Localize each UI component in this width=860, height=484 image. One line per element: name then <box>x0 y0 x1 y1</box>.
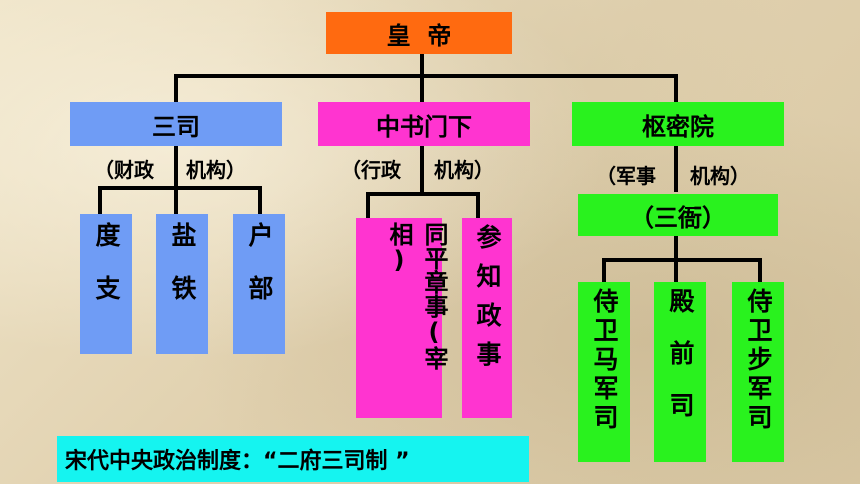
connector-sansi-horizontal <box>98 186 262 190</box>
sansi-child-hubu: 户部 <box>233 214 285 354</box>
connector-sansi-child1 <box>98 186 102 214</box>
connector-to-sansi <box>174 74 178 102</box>
connector-zhongshu-child2 <box>476 192 480 218</box>
shumi-child-shiweibujunsi: 侍卫步军司 <box>732 282 784 462</box>
connector-shumi-horizontal <box>602 258 762 262</box>
zhongshu-label-right: 机构） <box>434 158 494 182</box>
connector-sansi-stem <box>174 146 178 188</box>
shumi-box: 枢密院 <box>572 102 784 146</box>
connector-zhongshu-child1 <box>366 192 370 218</box>
connector-shumi-child3 <box>758 258 762 282</box>
shumi-label-right: 机构） <box>690 164 750 188</box>
connector-shumi-child1 <box>602 258 606 282</box>
connector-top-horizontal <box>174 74 678 78</box>
connector-emperor-down <box>420 54 424 76</box>
connector-sansi-child2 <box>174 186 178 214</box>
sansi-child-duzhi: 度支 <box>80 214 132 354</box>
sansi-child-yantie: 盐铁 <box>156 214 208 354</box>
sansi-label-left: （财政 <box>94 158 154 182</box>
zhongshu-label-left: （行政 <box>341 158 401 182</box>
shumi-child-dianqiansi: 殿前司 <box>654 282 706 462</box>
shumi-child-shiweimajunsi: 侍卫马军司 <box>578 282 630 462</box>
connector-zhongshu-horizontal <box>366 192 480 196</box>
zhongshu-child-tongpingzhangshi: 同平章事(宰相) <box>356 218 448 418</box>
sansi-label-right: 机构） <box>186 158 246 182</box>
connector-to-zhongshu <box>420 74 424 102</box>
zhongshu-box: 中书门下 <box>318 102 530 146</box>
sansi-box: 三司 <box>70 102 282 146</box>
connector-shumi-stem <box>674 146 678 192</box>
connector-zhongshu-stem <box>420 146 424 194</box>
connector-shumi-child2 <box>674 258 678 282</box>
sanya-box: （三衙） <box>578 194 778 236</box>
zhongshu-child-canzhizhengshi: 参知政事 <box>462 218 512 418</box>
shumi-label-left: （军事 <box>596 164 656 188</box>
footer-caption: 宋代中央政治制度：“二府三司制 ” <box>57 436 529 482</box>
emperor-box: 皇 帝 <box>326 12 512 54</box>
connector-to-shumi <box>674 74 678 102</box>
connector-sanya-stem <box>674 236 678 260</box>
connector-sansi-child3 <box>258 186 262 214</box>
